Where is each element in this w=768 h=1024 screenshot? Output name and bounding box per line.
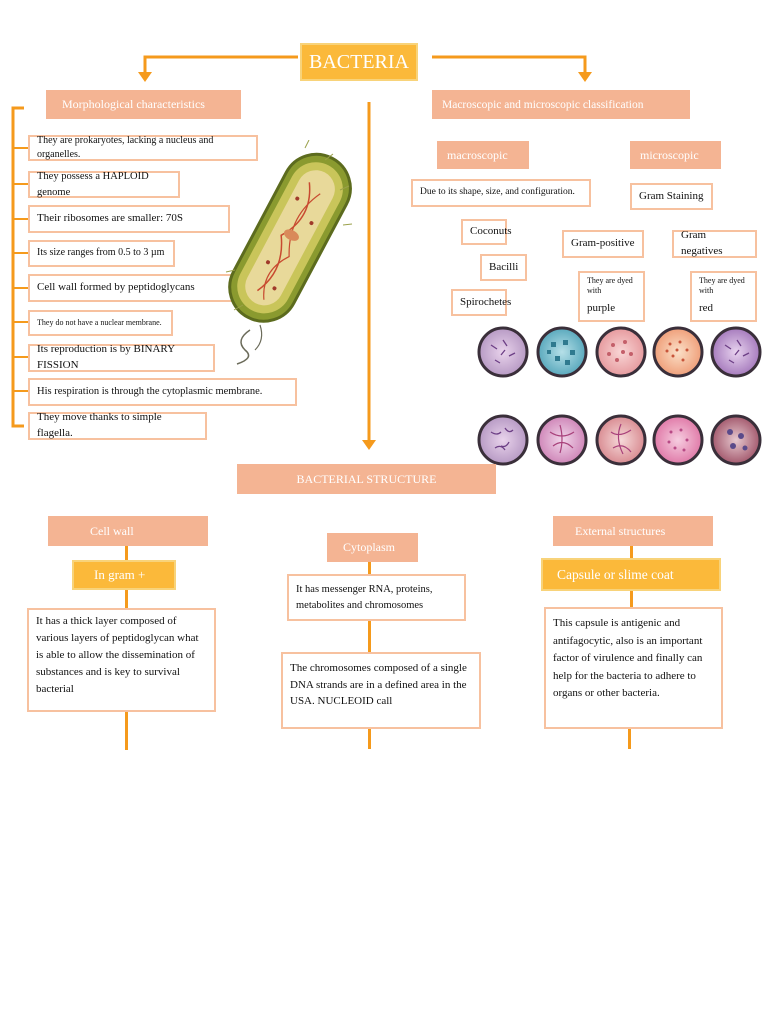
cytoplasm-description-1: It has messenger RNA, proteins, metaboli…: [287, 574, 466, 621]
bacterium-illustration: [225, 140, 353, 365]
cytoplasm-label: Cytoplasm: [327, 533, 418, 562]
gram-positive-dye: They are dyed with purple: [578, 271, 645, 322]
macroscopic-label: macroscopic: [437, 141, 529, 169]
shape-coconuts: Coconuts: [461, 219, 512, 245]
classification-heading: Macroscopic and microscopic classificati…: [432, 90, 690, 119]
capsule-description: This capsule is antigenic and antifagocy…: [544, 607, 723, 729]
connector-line: [368, 621, 371, 652]
macroscopic-description: Due to its shape, size, and configuratio…: [411, 179, 591, 207]
morph-item: His respiration is through the cytoplasm…: [28, 378, 297, 406]
morph-item: Cell wall formed by peptidoglycans: [28, 274, 236, 302]
external-structures-label: External structures: [553, 516, 713, 546]
morph-item: Its reproduction is by BINARY FISSION: [28, 343, 215, 372]
morph-item: They are prokaryotes, lacking a nucleus …: [28, 135, 258, 161]
connector-line: [630, 591, 633, 607]
connector-line: [368, 729, 371, 749]
structure-heading: BACTERIAL STRUCTURE: [237, 464, 496, 494]
morphology-heading: Morphological characteristics: [46, 90, 241, 119]
gram-negative-dye: They are dyed with red: [690, 271, 757, 322]
connector-line: [125, 712, 128, 750]
morph-item: They do not have a nuclear membrane.: [28, 310, 173, 336]
gram-staining-box: Gram Staining: [630, 183, 713, 210]
capsule-box: Capsule or slime coat: [541, 558, 721, 591]
cell-wall-label: Cell wall: [48, 516, 208, 546]
top-connectors: [11, 55, 592, 450]
morph-item: Its size ranges from 0.5 to 3 µm: [28, 240, 175, 267]
connector-line: [628, 729, 631, 749]
microscopic-label: microscopic: [630, 141, 721, 169]
connector-line: [630, 546, 633, 558]
morph-item: They move thanks to simple flagella.: [28, 411, 207, 440]
connector-line: [368, 562, 371, 574]
gram-negative-box: Gram negatives: [672, 229, 757, 258]
shape-bacilli: Bacilli: [480, 254, 527, 281]
shape-spirochetes: Spirochetes: [451, 289, 511, 316]
connector-line: [125, 546, 128, 560]
cell-wall-description: It has a thick layer composed of various…: [27, 608, 216, 712]
in-gram-plus-box: In gram +: [72, 560, 176, 590]
title-box: BACTERIA: [300, 43, 418, 81]
gram-positive-box: Gram-positive: [562, 230, 644, 258]
page-title: BACTERIA: [309, 50, 409, 73]
connector-line: [125, 590, 128, 608]
morph-item: They possess a HAPLOID genome: [28, 171, 180, 198]
petri-dish-images: [477, 326, 762, 466]
cytoplasm-description-2: The chromosomes composed of a single DNA…: [281, 652, 481, 729]
morph-item: Their ribosomes are smaller: 70S: [28, 205, 230, 233]
